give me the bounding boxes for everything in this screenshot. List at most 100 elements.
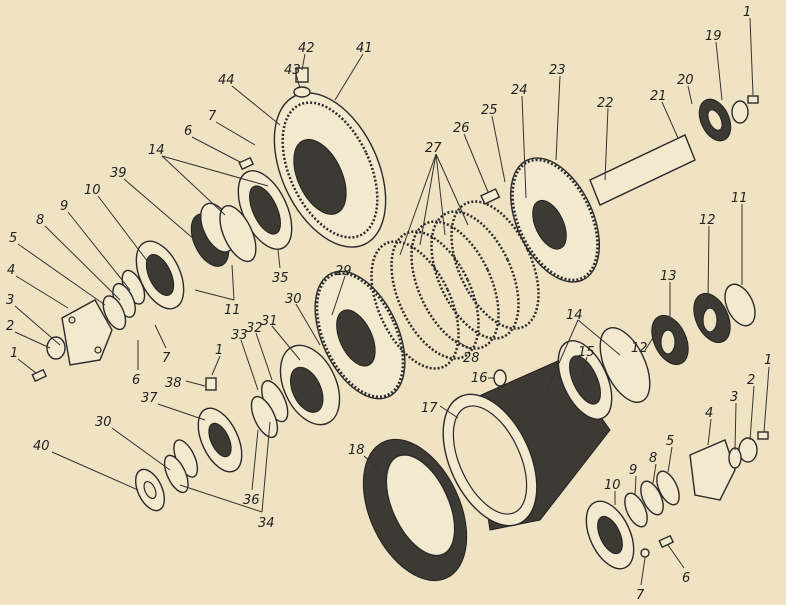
rings-5-8-9 bbox=[102, 269, 146, 331]
label-10-b: 10 bbox=[604, 478, 621, 493]
gear-hub-23 bbox=[509, 157, 601, 283]
bolt-6 bbox=[238, 156, 255, 171]
ring-3-right bbox=[728, 447, 742, 469]
label-9: 9 bbox=[60, 199, 68, 214]
label-25: 25 bbox=[481, 103, 498, 118]
washer-19 bbox=[731, 100, 749, 124]
washer-43 bbox=[293, 86, 311, 98]
washer-7-right bbox=[640, 548, 650, 558]
label-3-b: 3 bbox=[730, 390, 738, 405]
label-2-b: 2 bbox=[747, 373, 755, 388]
flange-37 bbox=[197, 407, 243, 473]
housing-17 bbox=[442, 359, 611, 531]
label-3: 3 bbox=[6, 293, 14, 308]
label-27: 27 bbox=[425, 141, 442, 156]
label-35: 35 bbox=[272, 271, 289, 286]
bolt-1-right bbox=[747, 95, 759, 104]
label-13: 13 bbox=[660, 269, 677, 284]
label-4-b: 4 bbox=[705, 406, 713, 421]
leader-lines bbox=[14, 17, 770, 586]
label-43: 43 bbox=[284, 63, 301, 78]
label-38: 38 bbox=[165, 376, 182, 391]
seal-11 bbox=[724, 283, 756, 327]
label-22: 22 bbox=[597, 96, 614, 111]
housing-cover-41 bbox=[273, 92, 387, 248]
washer-40 bbox=[134, 468, 166, 512]
label-34: 34 bbox=[258, 516, 275, 531]
label-30: 30 bbox=[285, 292, 302, 307]
flange-4 bbox=[61, 299, 113, 366]
label-14-b: 14 bbox=[566, 308, 583, 323]
label-11: 11 bbox=[224, 303, 241, 318]
bolt-38 bbox=[205, 377, 217, 391]
label-23: 23 bbox=[549, 63, 566, 78]
bearing-20 bbox=[698, 98, 732, 142]
label-5-b: 5 bbox=[666, 434, 674, 449]
label-31: 31 bbox=[261, 314, 278, 329]
bolt-1 bbox=[31, 368, 48, 383]
label-7-b: 7 bbox=[162, 351, 171, 366]
ring-gear-18 bbox=[362, 438, 468, 582]
label-8: 8 bbox=[36, 213, 44, 228]
label-32: 32 bbox=[246, 321, 263, 336]
label-28: 28 bbox=[463, 351, 480, 366]
flanges-14-right bbox=[557, 327, 651, 420]
label-30-b: 30 bbox=[95, 415, 112, 430]
bearing-cap-10-right bbox=[585, 500, 635, 570]
label-8-b: 8 bbox=[649, 451, 657, 466]
label-17: 17 bbox=[421, 401, 438, 416]
label-6-b: 6 bbox=[132, 373, 140, 388]
label-29: 29 bbox=[335, 264, 352, 279]
rings-32-33 bbox=[250, 380, 289, 439]
washer-2-right bbox=[738, 437, 758, 463]
rings-5-8-9-right bbox=[624, 470, 680, 528]
gear-29 bbox=[314, 270, 406, 400]
label-6: 6 bbox=[184, 124, 192, 139]
bearing-39 bbox=[190, 202, 257, 267]
splined-shaft-22 bbox=[589, 134, 696, 206]
label-5: 5 bbox=[9, 231, 17, 246]
bolt-1-lower-right bbox=[757, 431, 769, 440]
label-24: 24 bbox=[511, 83, 528, 98]
label-1-c: 1 bbox=[743, 5, 751, 20]
label-18: 18 bbox=[348, 443, 365, 458]
label-4: 4 bbox=[7, 263, 15, 278]
label-9-b: 9 bbox=[629, 463, 637, 478]
spring-26 bbox=[480, 188, 501, 205]
label-1-b: 1 bbox=[215, 343, 223, 358]
label-42: 42 bbox=[298, 41, 315, 56]
label-15: 15 bbox=[578, 345, 595, 360]
rings-36 bbox=[163, 439, 199, 494]
hub-31 bbox=[279, 344, 341, 426]
label-1-d: 1 bbox=[764, 353, 772, 368]
label-44: 44 bbox=[218, 73, 235, 88]
label-7: 7 bbox=[208, 109, 217, 124]
bearing-cap-10 bbox=[135, 240, 185, 310]
label-37: 37 bbox=[141, 391, 158, 406]
label-33: 33 bbox=[231, 328, 248, 343]
bearings-12-13 bbox=[651, 292, 731, 366]
label-2: 2 bbox=[6, 319, 14, 334]
label-12: 12 bbox=[631, 341, 648, 356]
flange-4-right bbox=[689, 439, 736, 501]
label-26: 26 bbox=[453, 121, 470, 136]
label-16: 16 bbox=[471, 371, 488, 386]
label-36: 36 bbox=[243, 493, 260, 508]
bolt-6-right bbox=[658, 534, 675, 549]
label-21: 21 bbox=[650, 89, 667, 104]
label-11-b: 11 bbox=[731, 191, 748, 206]
label-19: 19 bbox=[705, 29, 722, 44]
label-12-b: 12 bbox=[699, 213, 716, 228]
label-39: 39 bbox=[110, 166, 127, 181]
eyebolt-16 bbox=[493, 369, 507, 387]
label-6-c: 6 bbox=[682, 571, 690, 586]
part-number-labels: 42 41 43 44 7 6 14 39 10 9 8 5 4 3 2 1 3… bbox=[6, 5, 772, 603]
label-41: 41 bbox=[356, 41, 373, 56]
washer-2 bbox=[46, 336, 66, 360]
label-40: 40 bbox=[33, 439, 50, 454]
label-20: 20 bbox=[677, 73, 694, 88]
label-1: 1 bbox=[10, 346, 18, 361]
label-14: 14 bbox=[148, 143, 165, 158]
